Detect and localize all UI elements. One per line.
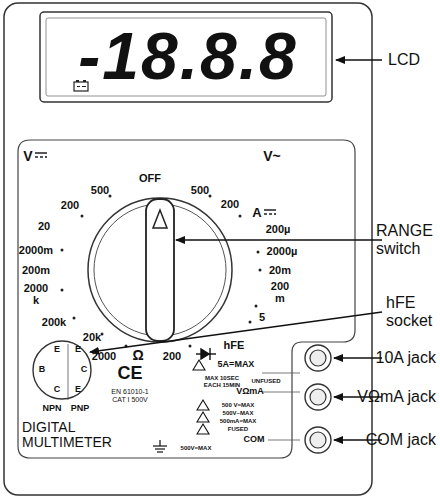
range-label: 200m	[22, 264, 50, 276]
jack-label: VΩmA	[236, 387, 264, 397]
callout-label: hFE socket	[386, 294, 436, 329]
range-label: 200	[221, 198, 239, 210]
range-label: 2000m	[19, 244, 53, 256]
range-label: A	[252, 206, 261, 220]
range-knob	[146, 199, 174, 341]
jack-rating: 500mA=MAX	[220, 418, 257, 425]
standard-label: CAT I 500V	[112, 396, 148, 404]
range-label: 20	[38, 220, 50, 232]
callout-label: COM jack	[366, 431, 436, 449]
range-label: 200k	[42, 316, 66, 328]
warning-symbol	[193, 360, 209, 434]
jack-rating: UNFUSED	[251, 378, 280, 385]
range-label: V	[23, 149, 32, 164]
range-label: 200µ	[266, 223, 291, 235]
diode-symbol	[196, 348, 216, 360]
callout-label: VΩmA jack	[357, 388, 436, 406]
range-label: 5	[259, 311, 265, 323]
range-label: 20m	[269, 264, 291, 276]
range-dial	[88, 198, 232, 342]
range-label: 500	[191, 184, 209, 196]
input-jack	[305, 345, 331, 453]
pin-label: E	[75, 385, 81, 395]
pin-label: C	[54, 385, 61, 395]
socket-divider	[68, 344, 69, 400]
brand-label: DIGITAL MULTIMETER	[22, 420, 122, 451]
socket-label: PNP	[71, 404, 90, 414]
knob-pointer	[153, 210, 167, 228]
dial-panel	[18, 140, 355, 458]
range-label: 2000 k	[21, 282, 51, 306]
range-label: 500	[91, 184, 109, 196]
jack-rating: 5A=MAX	[218, 360, 255, 370]
leader-arrow	[90, 60, 382, 440]
range-label: 200	[163, 350, 181, 362]
pin-label: E	[54, 345, 60, 355]
lcd-window	[40, 12, 332, 102]
jack-rating: FUSED	[228, 426, 248, 433]
callout-label: 10A jack	[376, 349, 436, 367]
socket-label: NPN	[42, 404, 61, 414]
pin-label: E	[75, 345, 81, 355]
dial-dots	[61, 195, 262, 348]
jack-rating: 500V=MAX	[181, 445, 212, 452]
jack-label: COM	[244, 435, 265, 445]
jack-rating: 500V~MAX	[223, 410, 254, 417]
range-label: Ω	[132, 348, 143, 363]
range-label: 20k	[83, 331, 101, 343]
jack-rating: 500 V=MAX	[222, 402, 255, 409]
pin-label: B	[39, 365, 46, 375]
range-label: V~	[263, 149, 281, 164]
standard-label: EN 61010-1	[111, 388, 148, 396]
lcd-inner	[46, 18, 326, 96]
range-label: 200 m	[267, 280, 293, 304]
range-label: OFF	[139, 172, 161, 184]
range-label: 2000µ	[267, 245, 298, 257]
range-label: 200	[61, 199, 79, 211]
callout-label: LCD	[388, 51, 420, 69]
lcd-digits: -18.8.8	[78, 20, 297, 93]
callout-label: RANGE switch	[376, 222, 436, 257]
ground-symbol	[153, 440, 167, 452]
hfe-socket	[33, 341, 91, 399]
range-label: hFE	[224, 339, 245, 351]
pin-label: C	[81, 365, 88, 375]
range-label: 2000	[92, 350, 116, 362]
meter-body	[4, 3, 372, 495]
ce-mark: CE	[117, 364, 142, 384]
